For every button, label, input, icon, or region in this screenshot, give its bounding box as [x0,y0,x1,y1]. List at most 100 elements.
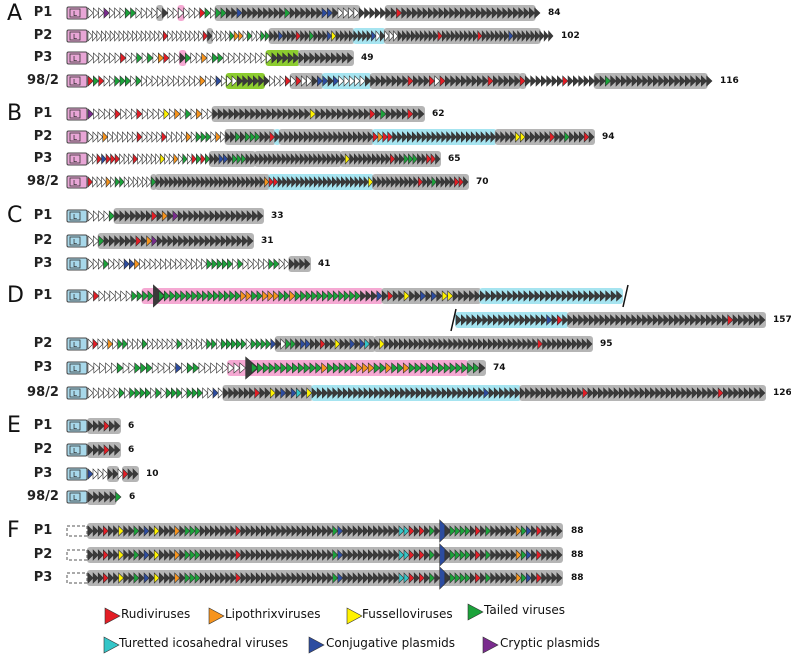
spacer-o [158,52,165,64]
spacer-k [214,210,222,222]
spacer-k [529,7,536,19]
leader-box: L [66,361,88,375]
spacer-k [301,549,308,561]
spacer-k [571,338,578,350]
spacer-k [273,7,280,19]
spacer-k [463,338,469,350]
spacer-k [329,338,336,350]
spacer-k [294,258,301,270]
spacer-w [114,7,121,19]
spacer-array-row: L [66,489,122,505]
spacer-k [169,572,176,584]
spacer-b [215,75,222,87]
spacer-g [117,338,124,350]
spacer-r [475,549,481,561]
spacer-k [512,30,518,42]
spacer-k [676,387,683,399]
spacer-k [690,75,697,87]
spacer-k [318,131,325,143]
spacer-o [215,131,222,143]
spacer-k [128,525,135,537]
spacer-k [413,525,420,537]
spacer-w [266,52,273,64]
spacer-count: 62 [432,109,445,119]
spacer-k [325,52,332,64]
spacer-k [444,572,451,584]
spacer-g [200,131,207,143]
spacer-k [415,30,421,42]
spacer-p [151,235,158,247]
spacer-k [354,338,361,350]
spacer-o [161,210,168,222]
spacer-k [138,525,145,537]
spacer-r [114,153,120,165]
spacer-k [642,75,649,87]
spacer-w [109,75,116,87]
spacer-k [655,387,662,399]
spacer-k [242,75,249,87]
spacer-k [413,176,419,188]
spacer-w [155,153,161,165]
legend-label: Conjugative plasmids [326,636,456,650]
spacer-k [309,176,315,188]
spacer-k [454,7,461,19]
spacer-k [300,176,306,188]
spacer-k [413,75,420,87]
spacer-r [93,290,100,302]
spacer-w [98,52,105,64]
spacer-k [576,338,583,350]
spacer-k [428,338,435,350]
leader-box: L [66,289,88,303]
spacer-k [261,108,268,120]
spacer-k [255,525,262,537]
section-letter: C [7,203,23,228]
spacer-k [647,75,654,87]
spacer-w [87,131,94,143]
spacer-k [573,75,580,87]
spacer-k [468,338,474,350]
row-label: P1 [33,5,53,20]
spacer-b [223,153,229,165]
spacer-k [381,75,388,87]
spacer-array-row: L [66,466,139,482]
spacer-w [98,210,105,222]
spacer-w [87,338,94,350]
spacer-k [452,387,459,399]
spacer-w [107,131,113,143]
spacer-k [631,75,638,87]
spacer-y [309,108,317,120]
spacer-k [282,30,288,42]
leader-box: L [66,6,88,20]
spacer-o [402,362,410,374]
spacer-w [190,52,197,64]
row-label: 98/2 [27,385,59,400]
spacer-k [294,131,300,143]
spacer-k [480,131,487,143]
spacer-k [539,131,546,143]
spacer-w [244,52,251,64]
spacer-array-row [66,543,563,567]
spacer-k [314,52,321,64]
spacer-w [180,258,187,270]
spacer-r [151,210,158,222]
spacer-k [353,387,360,399]
spacer-w [247,258,254,270]
spacer-g [171,387,177,399]
spacer-k [415,387,422,399]
spacer-k [545,290,552,302]
spacer-k [291,549,298,561]
spacer-g [467,362,474,374]
spacer-k [390,176,397,188]
spacer-k [480,549,486,561]
spacer-k [281,572,288,584]
spacer-g [403,153,409,165]
spacer-k [286,525,293,537]
spacer-k [311,572,318,584]
spacer-k [383,572,390,584]
spacer-k [327,525,334,537]
spacer-w [210,7,217,19]
spacer-k [350,176,356,188]
spacer-k [510,525,517,537]
spacer-k [241,176,247,188]
spacer-k [586,338,593,350]
